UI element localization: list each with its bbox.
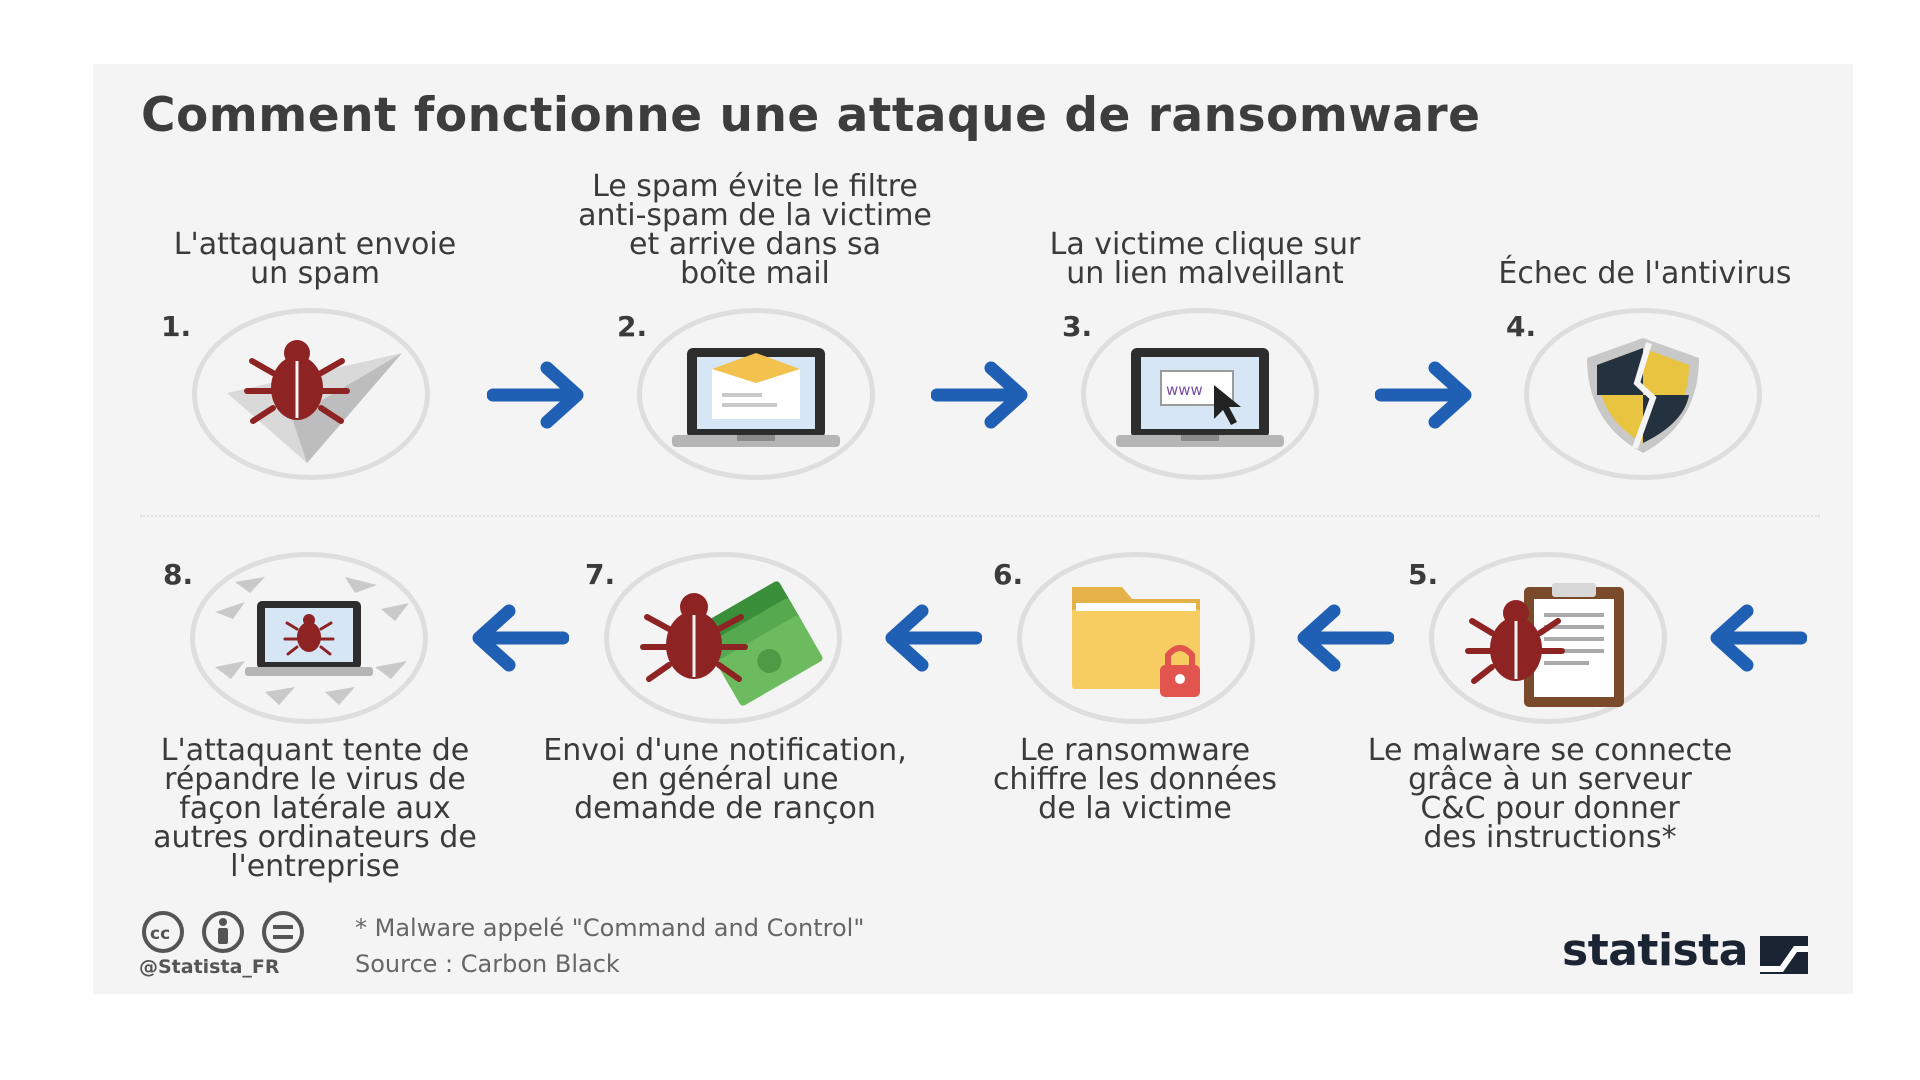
- broken-shield-icon: [1587, 338, 1699, 453]
- step-1-icon-circle: [192, 308, 430, 480]
- laptop-link-icon: www: [1116, 348, 1284, 447]
- svg-text:cc: cc: [150, 924, 170, 944]
- step-4-caption: Échec de l'antivirus: [1498, 256, 1792, 291]
- step-5-icon-circle: [1429, 552, 1667, 724]
- step-7-caption: Envoi d'une notification, en général une…: [543, 733, 907, 826]
- step-6-caption: Le ransomware chiffre les données de la …: [992, 733, 1278, 826]
- step-2-caption: Le spam évite le filtre anti-spam de la …: [578, 169, 932, 291]
- arrow-right-icon: [931, 361, 1028, 429]
- locked-folder-icon: [1072, 587, 1200, 697]
- step-6-icon-circle: [1017, 552, 1255, 724]
- bug-money-icon: [640, 581, 823, 706]
- laptop-spread-icon: [215, 577, 409, 705]
- step-2-icon-circle: [637, 308, 875, 480]
- step-1-number: 1.: [161, 310, 192, 343]
- infographic-card: [93, 64, 1853, 994]
- arrow-right-icon: [1375, 361, 1472, 429]
- step-3-caption: La victime clique sur un lien malveillan…: [1049, 227, 1361, 291]
- arrow-left-icon: [885, 604, 982, 672]
- arrow-left-icon: [1710, 604, 1807, 672]
- step-1-caption: L'attaquant envoie un spam: [173, 227, 457, 291]
- footnote: * Malware appelé "Command and Control": [355, 914, 865, 942]
- arrow-right-icon: [487, 361, 584, 429]
- bug-paper-plane-icon: [227, 340, 402, 463]
- step-4-number: 4.: [1506, 310, 1537, 343]
- statista-logo-icon: [1760, 936, 1808, 974]
- social-handle: @Statista_FR: [139, 956, 280, 978]
- step-2-number: 2.: [617, 310, 648, 343]
- step-7-number: 7.: [585, 558, 616, 591]
- step-4-icon-circle: [1524, 308, 1762, 480]
- step-5-caption: Le malware se connecte grâce à un serveu…: [1367, 733, 1733, 855]
- step-3-number: 3.: [1062, 310, 1093, 343]
- step-3-icon-circle: www: [1081, 308, 1319, 480]
- step-8-number: 8.: [163, 558, 194, 591]
- laptop-mail-icon: [672, 348, 840, 447]
- row-divider: [140, 515, 1820, 517]
- page-title: Comment fonctionne une attaque de ransom…: [141, 88, 1481, 143]
- step-5-number: 5.: [1408, 558, 1439, 591]
- source-note: Source : Carbon Black: [355, 950, 620, 978]
- step-6-number: 6.: [993, 558, 1024, 591]
- step-8-icon-circle: [190, 552, 428, 724]
- step-7-icon-circle: [604, 552, 842, 724]
- arrow-left-icon: [1297, 604, 1394, 672]
- bug-clipboard-icon: [1465, 583, 1624, 707]
- brand-logo-text: statista: [1562, 925, 1748, 976]
- step-8-caption: L'attaquant tente de répandre le virus d…: [153, 733, 477, 884]
- link-text: www: [1166, 381, 1203, 399]
- arrow-left-icon: [472, 604, 569, 672]
- creative-commons-icons: cc: [142, 911, 304, 953]
